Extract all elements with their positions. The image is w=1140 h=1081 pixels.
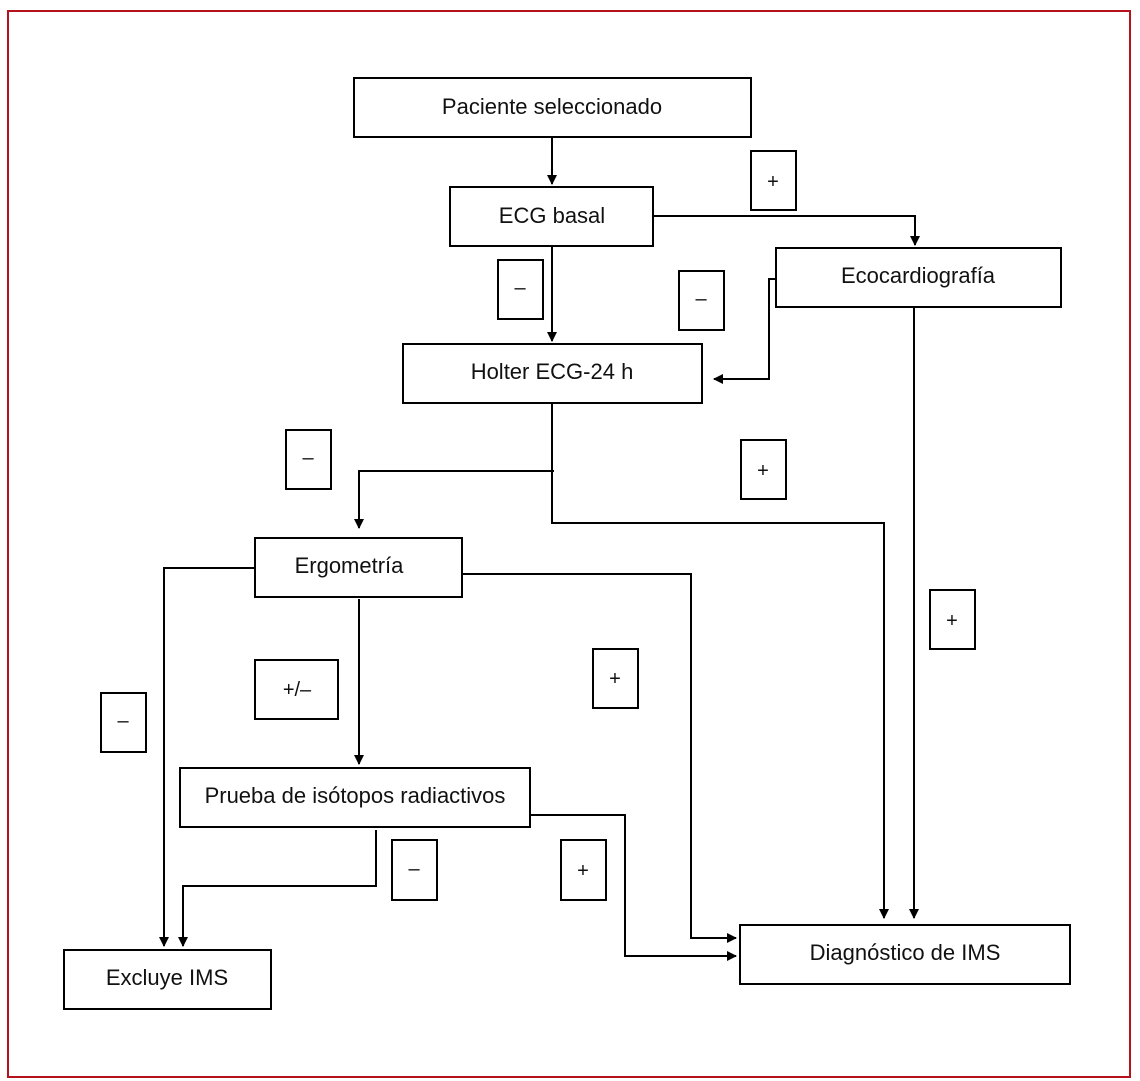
node-holter-ecg: Holter ECG-24 h: [402, 343, 703, 404]
figure-border: [7, 10, 1131, 1078]
label-ergo-to-isotopos: +/–: [254, 659, 339, 720]
label-isotopos-to-diag: +: [560, 839, 607, 901]
node-paciente-seleccionado: Paciente seleccionado: [353, 77, 752, 138]
edge-isotopos-to-diag: [530, 814, 737, 961]
edge-ergo-to-diag: [460, 573, 737, 943]
sign-text: –: [408, 858, 420, 880]
node-label: Excluye IMS: [106, 965, 228, 990]
label-ecg-to-holter: –: [497, 259, 544, 320]
label-holter-to-ergo: –: [285, 429, 332, 490]
sign-text: +: [577, 860, 589, 882]
node-ecocardiografia: Ecocardiografía: [775, 247, 1062, 308]
label-holter-to-diag: +: [740, 439, 787, 500]
label-ergo-to-excluye: –: [100, 692, 147, 753]
sign-text: +/–: [283, 679, 312, 701]
label-ergo-to-diag: +: [592, 648, 639, 709]
sign-text: –: [117, 710, 129, 732]
node-ecg-basal: ECG basal: [449, 186, 654, 247]
edge-holter-to-diag: [551, 403, 889, 919]
label-eco-to-holter: –: [678, 270, 725, 331]
label-ecg-to-eco: +: [750, 150, 797, 211]
sign-text: –: [302, 447, 314, 469]
node-label: ECG basal: [499, 203, 605, 228]
edges: [159, 138, 920, 961]
edge-isotopos-to-excluye: [178, 830, 377, 947]
label-eco-to-diag: +: [929, 589, 976, 650]
node-ergometria: Ergometría: [254, 537, 463, 598]
edge-ergo-to-excluye: [159, 567, 255, 947]
node-excluye-ims: Excluye IMS: [63, 949, 272, 1010]
sign-text: +: [946, 610, 958, 632]
sign-text: +: [767, 171, 779, 193]
sign-text: +: [609, 668, 621, 690]
edge-eco-to-holter: [713, 278, 776, 384]
sign-text: –: [514, 277, 526, 299]
node-label: Ecocardiografía: [841, 263, 996, 288]
edge-ecg-to-eco: [653, 215, 920, 246]
label-isotopos-to-excluye: –: [391, 839, 438, 901]
node-isotopos: Prueba de isótopos radiactivos: [179, 767, 531, 828]
node-diagnostico-ims: Diagnóstico de IMS: [739, 924, 1071, 985]
node-label: Ergometría: [295, 553, 405, 578]
node-label: Diagnóstico de IMS: [810, 940, 1001, 965]
node-label: Holter ECG-24 h: [471, 359, 634, 384]
sign-text: –: [695, 288, 707, 310]
node-label: Paciente seleccionado: [442, 94, 662, 119]
node-label: Prueba de isótopos radiactivos: [205, 783, 506, 808]
edge-holter-to-ergo: [354, 470, 554, 529]
sign-text: +: [757, 460, 769, 482]
